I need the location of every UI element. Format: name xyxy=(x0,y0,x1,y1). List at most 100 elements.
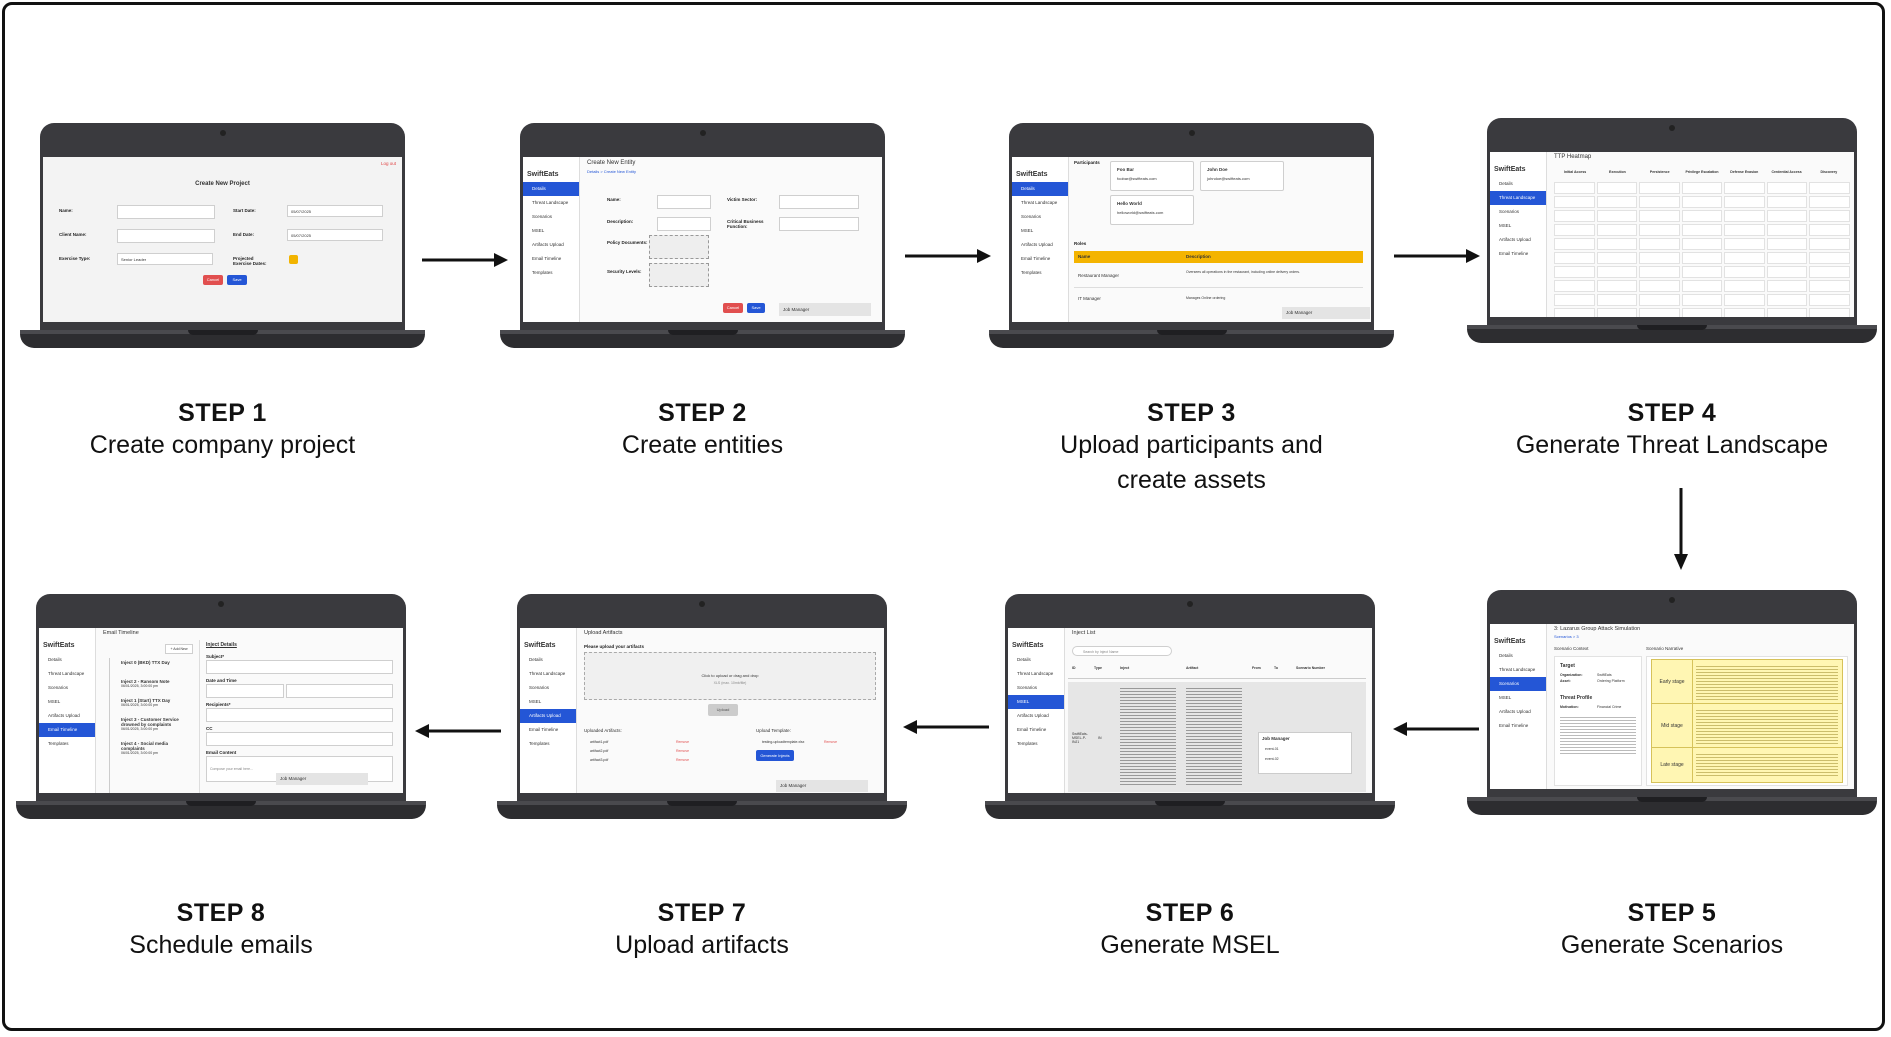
screen-ttp-heatmap: SwiftEats Details Threat Landscape Scena… xyxy=(1490,152,1854,317)
nav-scenarios[interactable]: Scenarios xyxy=(532,214,553,219)
remove-link[interactable]: Remove xyxy=(676,749,690,753)
remove-link[interactable]: Remove xyxy=(676,758,690,762)
nav-details[interactable]: Details xyxy=(1017,657,1031,662)
nav-artifacts[interactable]: Artifacts Upload xyxy=(520,709,576,723)
nav-details[interactable]: Details xyxy=(1012,182,1068,196)
job-manager-panel[interactable]: Job Manager xyxy=(779,303,871,316)
job-manager-popup[interactable]: Job Manager event-01 event-02 xyxy=(1258,732,1352,774)
remove-link[interactable]: Remove xyxy=(676,740,690,744)
generate-injects-button[interactable]: Generate Injects xyxy=(756,750,794,761)
nav-templates[interactable]: Templates xyxy=(1021,270,1042,275)
table-row[interactable]: SwiftEats-MSEL-P-INJ1 IN Job Manager eve… xyxy=(1068,682,1366,792)
breadcrumb[interactable]: Details > Create New Entity xyxy=(587,169,637,174)
nav-threat-landscape[interactable]: Threat Landscape xyxy=(529,671,566,676)
end-date-input[interactable]: 05/07/2025 xyxy=(287,229,383,241)
timeline-inject[interactable]: Inject 2 - Ransom Note 06/01/2025, 3:00:… xyxy=(121,679,193,688)
remove-link[interactable]: Remove xyxy=(824,740,838,744)
logout-link[interactable]: Log out xyxy=(380,161,396,166)
nav-msel[interactable]: MSEL xyxy=(529,699,542,704)
nav-threat-landscape[interactable]: Threat Landscape xyxy=(1021,200,1058,205)
calendar-icon[interactable] xyxy=(289,255,298,264)
table-row[interactable]: Restaurant Manager Oversees all operatio… xyxy=(1074,267,1363,288)
nav-email-timeline[interactable]: Email Timeline xyxy=(529,727,559,732)
timeline-inject[interactable]: Inject 0 (BKD) TTX Day xyxy=(121,660,193,665)
nav-templates[interactable]: Templates xyxy=(48,741,69,746)
client-input[interactable] xyxy=(117,229,215,243)
dropzone[interactable]: Click to upload or drag and drop XLS (ma… xyxy=(584,652,876,700)
nav-templates[interactable]: Templates xyxy=(532,270,553,275)
nav-artifacts[interactable]: Artifacts Upload xyxy=(48,713,80,718)
nav-artifacts[interactable]: Artifacts Upload xyxy=(1499,237,1531,242)
security-upload[interactable] xyxy=(649,263,709,287)
nav-email-timeline[interactable]: Email Timeline xyxy=(532,256,562,261)
timeline-inject[interactable]: Inject 4 - Social media complaints 06/01… xyxy=(121,741,193,755)
nav-scenarios[interactable]: Scenarios xyxy=(1021,214,1042,219)
nav-artifacts[interactable]: Artifacts Upload xyxy=(1021,242,1053,247)
narrative-tab[interactable]: Scenario Narrative xyxy=(1646,646,1684,651)
nav-email-timeline[interactable]: Email Timeline xyxy=(1499,251,1529,256)
nav-scenarios[interactable]: Scenarios xyxy=(1017,685,1038,690)
heatmap-grid[interactable] xyxy=(1554,182,1850,317)
nav-templates[interactable]: Templates xyxy=(529,741,550,746)
victim-sector-input[interactable] xyxy=(779,195,859,209)
job-manager-panel[interactable]: Job Manager xyxy=(276,773,368,785)
critical-function-input[interactable] xyxy=(779,217,859,231)
timeline-inject[interactable]: Inject 1 (Start) TTX Day 06/01/2025, 3:0… xyxy=(121,698,193,707)
nav-threat-landscape[interactable]: Threat Landscape xyxy=(48,671,85,676)
participant-card[interactable]: Hello World helloworld@swifteats.com xyxy=(1110,195,1194,225)
nav-scenarios[interactable]: Scenarios xyxy=(48,685,69,690)
nav-artifacts[interactable]: Artifacts Upload xyxy=(1499,709,1531,714)
nav-email-timeline[interactable]: Email Timeline xyxy=(1499,723,1529,728)
nav-threat-landscape[interactable]: Threat Landscape xyxy=(1017,671,1054,676)
nav-msel[interactable]: MSEL xyxy=(1021,228,1034,233)
nav-email-timeline[interactable]: Email Timeline xyxy=(1017,727,1047,732)
nav-threat-landscape[interactable]: Threat Landscape xyxy=(532,200,569,205)
cc-input[interactable] xyxy=(206,732,393,746)
nav-threat-landscape[interactable]: Threat Landscape xyxy=(1490,191,1546,205)
date-input[interactable] xyxy=(206,684,284,698)
search-input[interactable]: Search by Inject Name xyxy=(1072,646,1172,656)
nav-artifacts[interactable]: Artifacts Upload xyxy=(1017,713,1049,718)
cancel-button[interactable]: Cancel xyxy=(723,303,743,313)
start-date-input[interactable]: 05/07/2025 xyxy=(287,205,383,217)
save-button[interactable]: Save xyxy=(747,303,765,313)
nav-details[interactable]: Details xyxy=(529,657,543,662)
nav-scenarios[interactable]: Scenarios xyxy=(529,685,550,690)
time-input[interactable] xyxy=(286,684,393,698)
exercise-type-select[interactable]: Senior Leader xyxy=(117,253,213,265)
job-manager-panel[interactable]: Job Manager xyxy=(1282,307,1370,319)
name-input[interactable] xyxy=(117,205,215,219)
recipients-input[interactable] xyxy=(206,708,393,722)
nav-threat-landscape[interactable]: Threat Landscape xyxy=(1499,667,1536,672)
nav-details[interactable]: Details xyxy=(1499,181,1513,186)
add-new-button[interactable]: + Add New xyxy=(165,644,193,654)
nav-artifacts[interactable]: Artifacts Upload xyxy=(532,242,564,247)
name-input[interactable] xyxy=(657,195,711,209)
nav-scenarios[interactable]: Scenarios xyxy=(1490,677,1546,691)
nav-msel[interactable]: MSEL xyxy=(48,699,61,704)
nav-msel[interactable]: MSEL xyxy=(1499,223,1512,228)
nav-scenarios[interactable]: Scenarios xyxy=(1499,209,1520,214)
context-tab[interactable]: Scenario Context xyxy=(1554,646,1589,651)
subject-input[interactable] xyxy=(206,660,393,674)
policy-upload[interactable] xyxy=(649,235,709,259)
save-button[interactable]: Save xyxy=(227,275,247,285)
job-manager-panel[interactable]: Job Manager xyxy=(776,780,868,792)
table-row[interactable]: IT Manager Manages Online ordering xyxy=(1074,290,1363,308)
nav-msel[interactable]: MSEL xyxy=(532,228,545,233)
participant-card[interactable]: John Doe johndoe@swifteats.com xyxy=(1200,161,1284,191)
nav-email-timeline[interactable]: Email Timeline xyxy=(39,723,95,737)
nav-msel[interactable]: MSEL xyxy=(1499,695,1512,700)
timeline-inject[interactable]: Inject 3 - Customer Service drowned by c… xyxy=(121,717,193,731)
upload-button[interactable]: Upload xyxy=(708,704,738,716)
participant-card[interactable]: Foo Bar foobar@swifteats.com xyxy=(1110,161,1194,191)
cancel-button[interactable]: Cancel xyxy=(203,275,223,285)
nav-templates[interactable]: Templates xyxy=(1017,741,1038,746)
nav-details[interactable]: Details xyxy=(523,182,579,196)
nav-email-timeline[interactable]: Email Timeline xyxy=(1021,256,1051,261)
nav-msel[interactable]: MSEL xyxy=(1008,695,1064,709)
breadcrumb[interactable]: Scenarios > 3 xyxy=(1554,634,1579,639)
nav-details[interactable]: Details xyxy=(48,657,62,662)
description-input[interactable] xyxy=(657,217,711,231)
nav-details[interactable]: Details xyxy=(1499,653,1513,658)
